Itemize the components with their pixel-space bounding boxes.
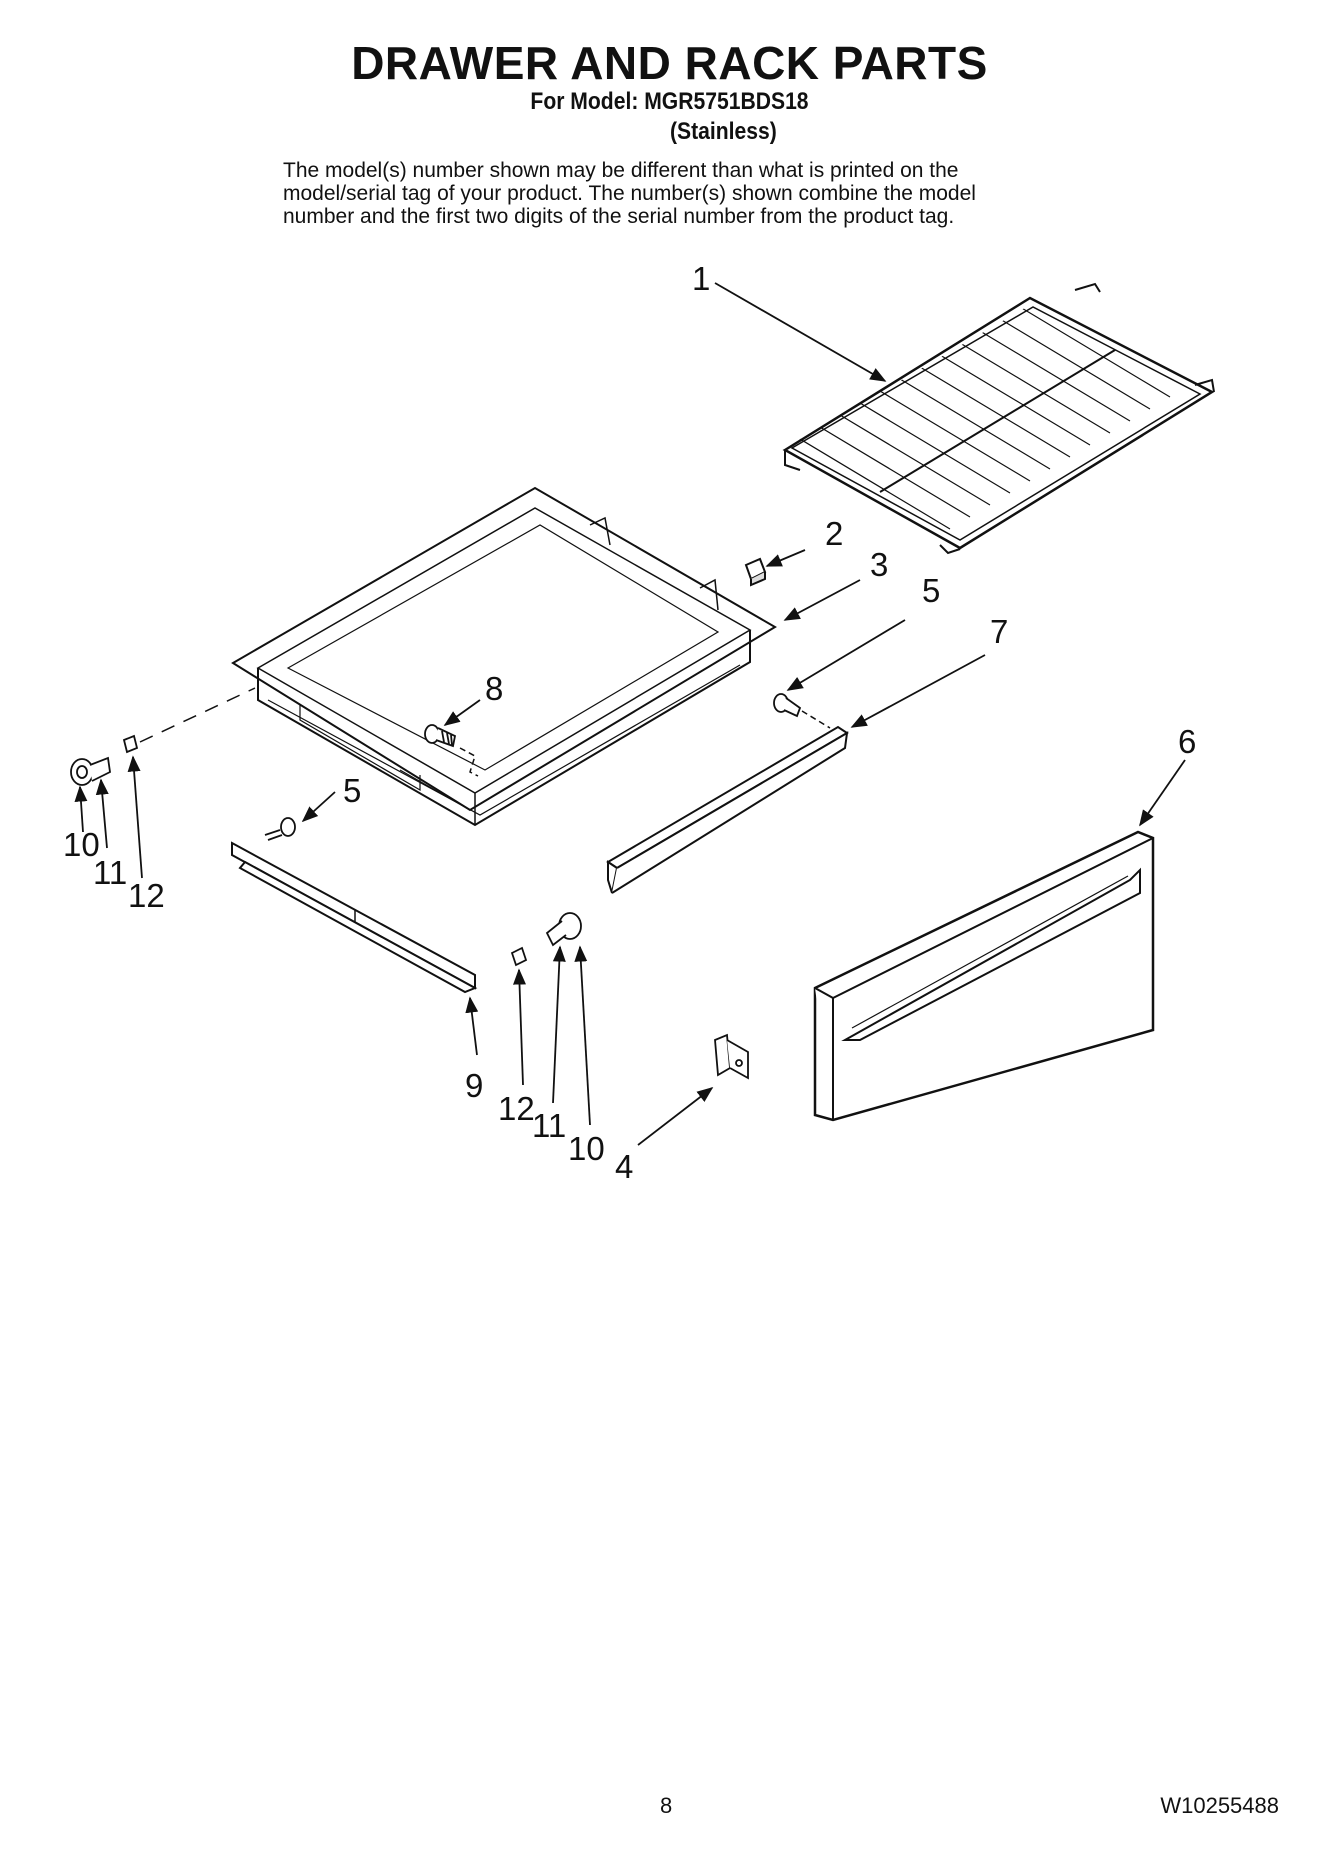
left-slide-rail [231,841,478,994]
drawer-pan [231,486,777,827]
model-variant: (Stainless) [670,118,777,145]
drawer-stop-block [744,557,767,587]
callout-number: 9 [465,1067,483,1104]
drawer-bracket [714,1033,749,1080]
callout-number: 5 [343,772,361,809]
callout-number: 11 [532,1107,566,1144]
callout-number: 5 [922,572,940,609]
callout-number: 12 [128,877,165,914]
callout-number: 4 [615,1148,633,1185]
model-notice: The model(s) number shown may be differe… [283,159,1083,228]
drawer-front-panel [813,830,1155,1122]
callout-number: 1 [692,260,710,297]
oven-rack [782,282,1215,555]
notice-line: model/serial tag of your product. The nu… [283,182,976,205]
page-title: DRAWER AND RACK PARTS [351,37,988,89]
drawer-bolt [424,724,457,748]
callout-number: 10 [568,1130,605,1167]
callout-number: 2 [825,515,843,552]
document-number: W10255488 [1160,1793,1279,1818]
model-number: For Model: MGR5751BDS18 [530,88,809,115]
notice-line: number and the first two digits of the s… [283,205,955,228]
left-roller-assembly [70,734,139,786]
callout-number: 10 [63,826,100,863]
slide-bolt-right [773,693,802,718]
slide-bolt-left [264,817,296,841]
callout-number: 8 [485,670,503,707]
callout-number: 7 [990,613,1008,650]
leader-lines [74,282,1186,1146]
right-roller-assembly [510,912,582,967]
callout-number: 12 [498,1090,535,1127]
callout-number: 3 [870,546,888,583]
right-slide-rail [606,725,849,894]
page-number: 8 [660,1793,673,1818]
callout-number: 11 [93,854,127,891]
callout-number: 6 [1178,723,1196,760]
notice-line: The model(s) number shown may be differe… [283,159,959,182]
